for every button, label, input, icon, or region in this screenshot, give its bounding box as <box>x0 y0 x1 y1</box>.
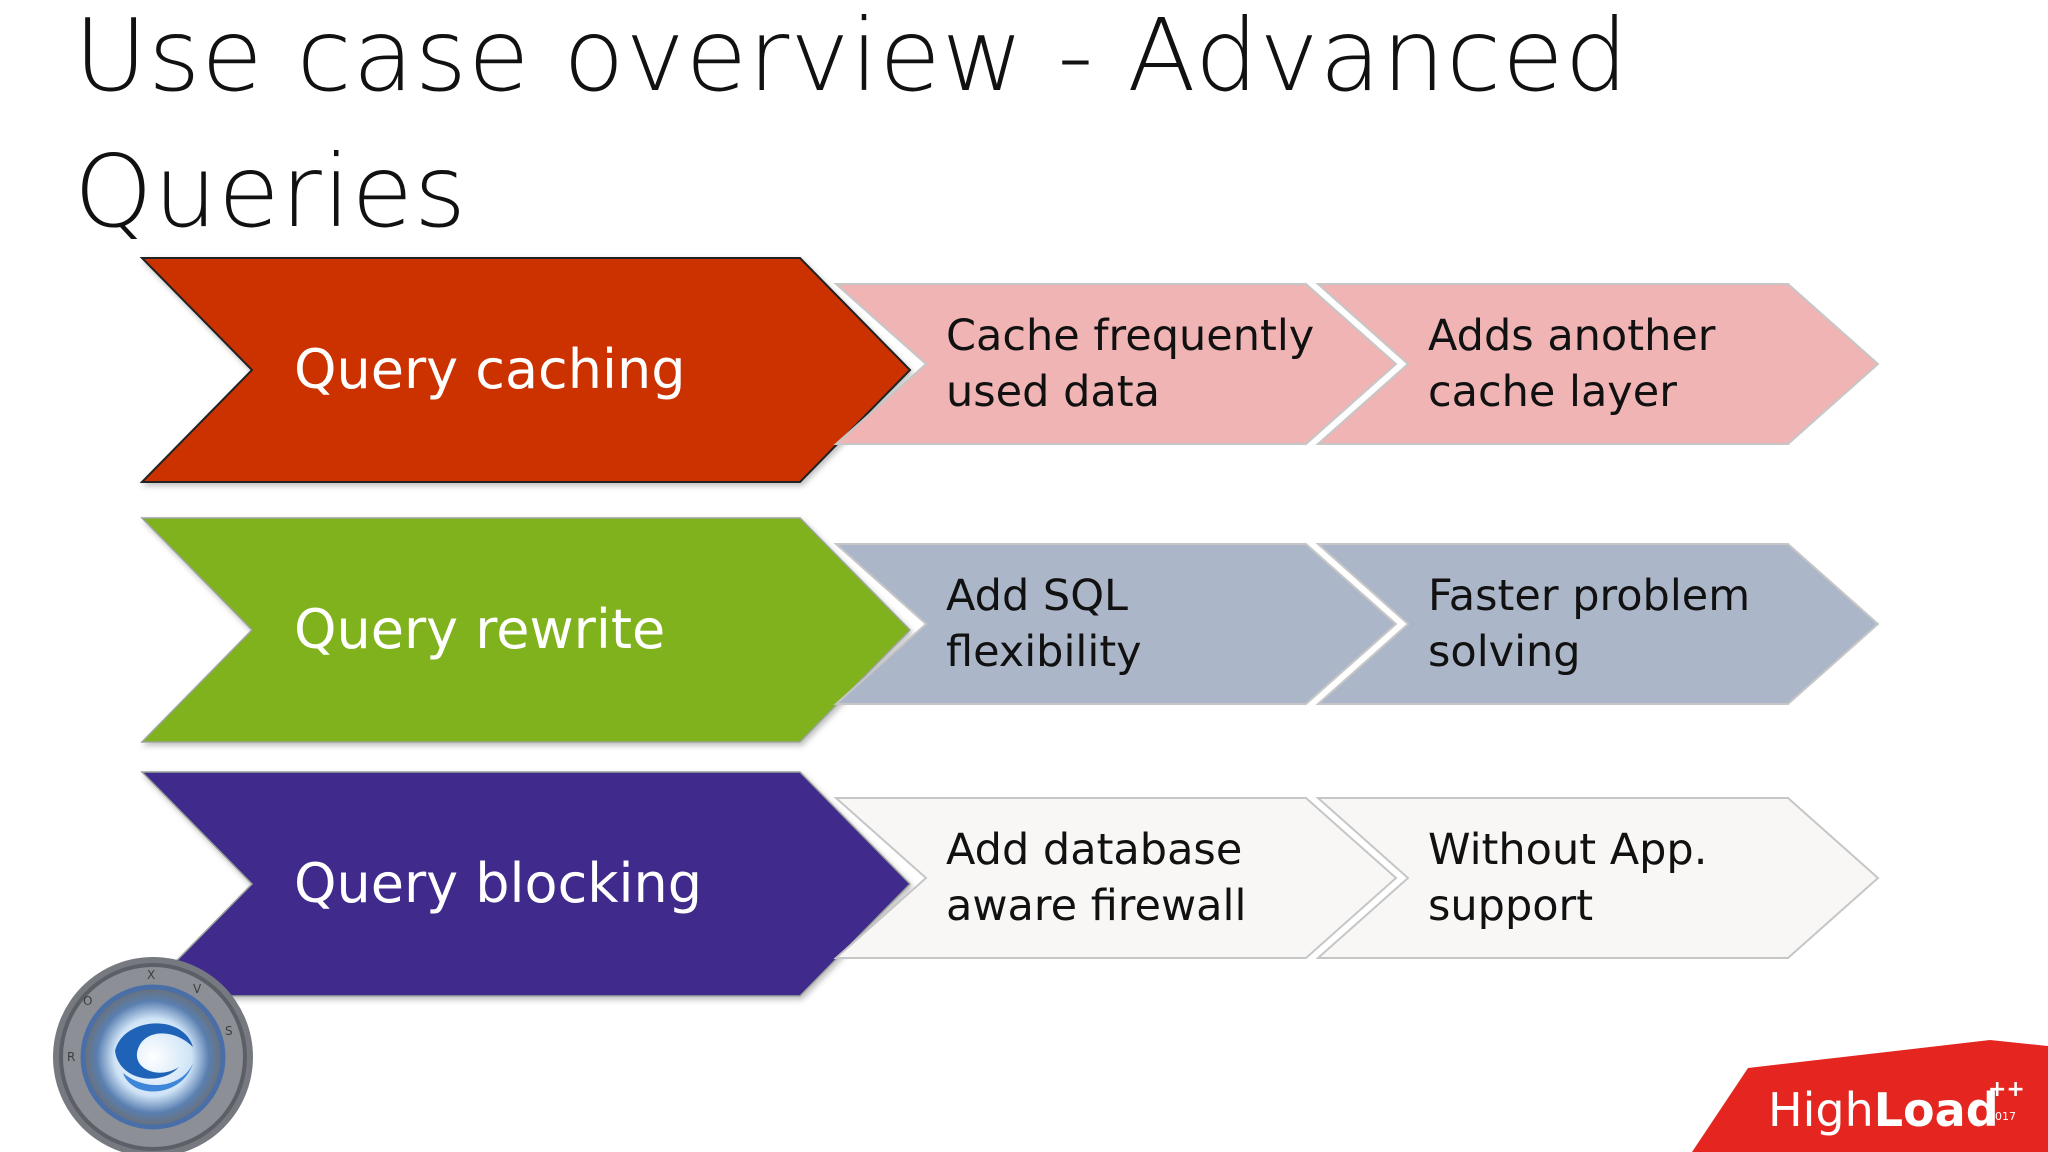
main-chevron <box>140 771 912 997</box>
step-chevron-text-line: support <box>1428 881 1593 931</box>
step-chevron-text-line: cache layer <box>1428 367 1677 417</box>
main-chevron-label: Query caching <box>294 338 685 401</box>
step-chevron-text-line: Without App. <box>1428 825 1707 875</box>
step-chevron-text-line: flexibility <box>946 627 1142 677</box>
step-chevron-text-line: used data <box>946 367 1160 417</box>
step-chevron-text-line: Add database <box>946 825 1242 875</box>
highload-logo-text-load: Load <box>1874 1083 1999 1137</box>
step-chevron-text-line: Cache frequently <box>946 311 1314 361</box>
svg-text:S: S <box>225 1024 233 1038</box>
svg-text:X: X <box>147 968 155 982</box>
step-chevron-text-line: aware firewall <box>946 881 1246 931</box>
diagram-row-1: Query caching Cache frequently used data Ad… <box>139 257 1880 483</box>
highload-logo-sup: ++ <box>1988 1077 2025 1102</box>
step-chevron-text-line: solving <box>1428 627 1581 677</box>
svg-text:O: O <box>83 994 92 1008</box>
slide-title: Use case overview - Advanced Queries <box>74 0 1874 260</box>
highload-logo-text-high: High <box>1768 1083 1874 1137</box>
diagram-row-2: Query rewrite Add SQL flexibility Faster pr… <box>140 517 1880 743</box>
proxysql-logo-icon: X V S O R <box>53 957 253 1152</box>
svg-text:HighLoad: HighLoad <box>1768 1083 1999 1137</box>
highload-logo: HighLoad ++ 2017 <box>1692 1040 2048 1152</box>
step-chevron <box>833 543 1398 705</box>
slide-title-line-2: Queries <box>74 133 468 250</box>
main-chevron <box>140 517 912 743</box>
highload-logo-year: 2017 <box>1988 1110 2016 1123</box>
step-chevron <box>833 283 1398 445</box>
step-chevron-text-line: Adds another <box>1428 311 1716 361</box>
step-chevron <box>1315 283 1880 445</box>
step-chevron-text-line: Faster problem <box>1428 571 1750 621</box>
diagram-row-3: Query blocking Add database aware firewall… <box>140 771 1880 997</box>
main-chevron-label: Query blocking <box>294 852 702 915</box>
step-chevron <box>1315 543 1880 705</box>
slide-title-line-1: Use case overview - Advanced <box>74 0 1630 114</box>
svg-text:V: V <box>193 982 202 996</box>
step-chevron <box>833 797 1398 959</box>
main-chevron-label: Query rewrite <box>294 598 665 661</box>
svg-text:R: R <box>67 1050 75 1064</box>
main-chevron <box>139 257 912 483</box>
step-chevron <box>1315 797 1880 959</box>
step-chevron-text-line: Add SQL <box>946 571 1128 621</box>
